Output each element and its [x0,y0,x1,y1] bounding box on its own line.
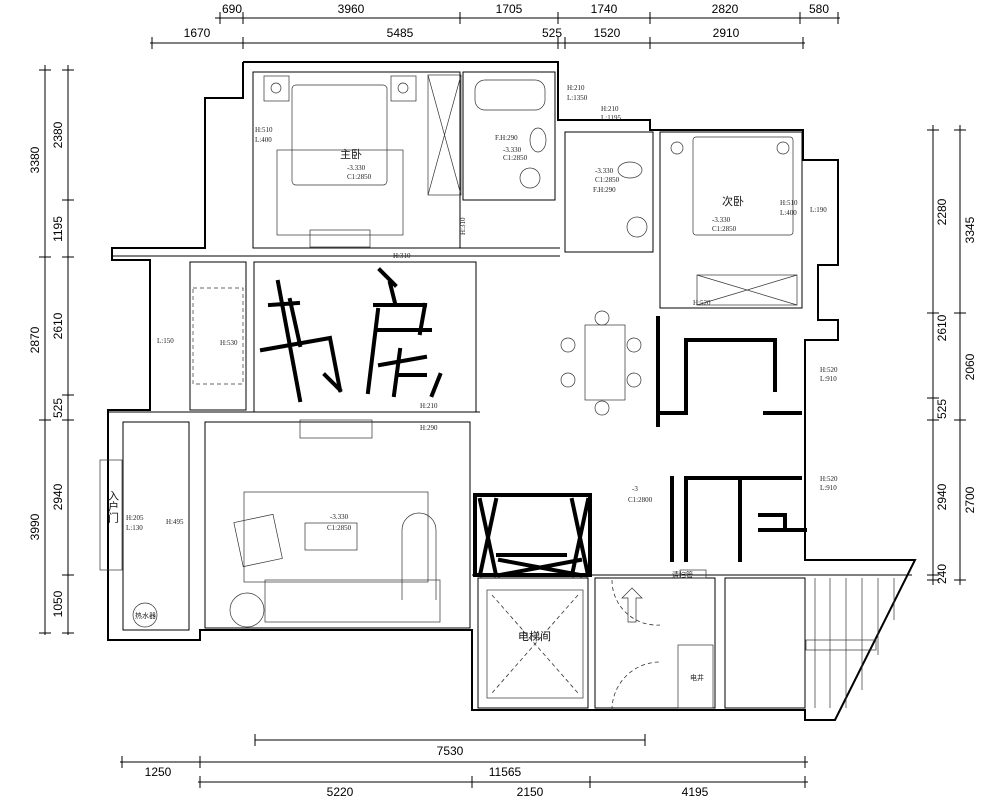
label-elevator-hall: 电梯间 [518,630,551,643]
room-labels: 主卧 次卧 电梯间 入户门 热水器 电井 清扫管 [107,148,745,682]
dim-left2-1: 2380 [51,121,65,148]
dim-left2-4: 525 [51,398,65,418]
annot: H:510 [255,126,273,134]
annotations: H:510 L:400 H:210 L:1350 H:210 L:1195 H:… [126,84,838,532]
dim-top2-5: 2910 [713,26,740,40]
dim-top2-3: 525 [542,26,562,40]
dim-left2-2: 1195 [51,216,65,242]
dim-top2-4: 1520 [594,26,621,40]
annot: H:530 [220,339,238,347]
label-electric-shaft: 电井 [690,673,704,682]
annot: L:910 [820,375,837,383]
dim-left2-3: 2610 [51,312,65,339]
master-rug [276,149,404,236]
annot: C1:2850 [712,225,737,233]
dim-bottom-low-2: 2150 [517,785,544,799]
entry-arrow-icon [621,587,643,623]
annot: -3.330 [503,146,522,154]
annot: L:130 [126,524,143,532]
dim-left2-6: 1050 [51,590,65,617]
annot: -3.330 [595,167,614,175]
right-dimensions: 2280 2610 525 2940 240 3345 2060 2700 [927,125,977,585]
annot: L:1350 [567,94,588,102]
sketch-marks [259,267,807,578]
sink [519,167,541,189]
bottom-dimensions: 7530 1250 11565 5220 2150 4195 [120,734,808,799]
label-second-bedroom: 次卧 [722,194,744,208]
annot: -3.330 [347,164,366,172]
annot: H:310 [459,217,467,235]
annot: C1:2850 [327,524,352,532]
dim-left-1: 3380 [28,146,42,173]
dim-right-3: 525 [935,399,949,419]
annot: C1:2850 [503,154,528,162]
furniture [99,74,895,711]
annot: H:310 [393,252,411,260]
annot: L:400 [255,136,272,144]
annot: H:210 [567,84,585,92]
label-entry-door: 入户门 [107,490,120,524]
toilet [529,127,547,153]
annot: H:210 [420,402,438,410]
dim-top2-1: 1670 [184,26,211,40]
dim-right2-3: 2700 [963,486,977,513]
dim-bottom-top: 7530 [437,744,464,758]
annot: L:910 [820,484,837,492]
dim-top-2: 3960 [338,2,365,16]
dim-top-5: 2820 [712,2,739,16]
label-master-bedroom: 主卧 [340,148,362,161]
annot: F.H:290 [593,186,616,194]
dim-right-4: 2940 [935,483,949,510]
annot: H:520 [820,475,838,483]
dim-left2-5: 2940 [51,483,65,510]
sofa [264,579,441,623]
dim-top-3: 1705 [496,2,523,16]
dim-right-5: 240 [935,564,949,584]
dim-top-4: 1740 [591,2,618,16]
label-cleanout: 清扫管 [672,570,693,579]
annot: H:290 [420,424,438,432]
walls [107,61,917,721]
annot: C1:2800 [628,496,653,504]
dining-table [584,324,626,401]
living-rug [243,491,429,583]
annot: C1:2850 [595,176,620,184]
annot: L:150 [157,337,174,345]
top-dimensions: 690 3960 1705 1740 2820 580 1670 5485 52… [150,2,840,49]
annot: C1:2850 [347,173,372,181]
dim-right2-1: 3345 [963,216,977,243]
annot: H:205 [126,514,144,522]
annot: -3 [632,485,638,493]
elevator [486,589,584,699]
dim-bottom-low-3: 4195 [682,785,709,799]
annot: H:520 [820,366,838,374]
bathtub [474,79,546,111]
dim-bottom-mid-2: 11565 [489,765,522,779]
dim-top-6: 580 [809,2,829,16]
dim-right-1: 2280 [935,198,949,225]
master-bed [291,84,388,186]
dim-left-2: 2870 [28,326,42,353]
annot: -3.330 [330,513,349,521]
annot: L:190 [810,206,827,214]
left-dimensions: 3380 2870 3990 2380 1195 2610 525 2940 1… [28,65,74,635]
annot: L:400 [780,209,797,217]
dim-right-2: 2610 [935,314,949,341]
annot: H:210 [601,105,619,113]
annot: L:1195 [601,114,621,122]
dim-bottom-low-1: 5220 [327,785,354,799]
annot: -3.330 [712,216,731,224]
label-water-heater: 热水器 [135,611,156,620]
annot: F.H:290 [495,134,518,142]
annot: H:495 [166,518,184,526]
annot: H:520 [693,299,711,307]
dim-top-1: 690 [222,2,242,16]
dim-left-3: 3990 [28,513,42,540]
annot: H:510 [780,199,798,207]
second-bed [692,136,794,236]
coffee-table [304,522,358,551]
dim-right2-2: 2060 [963,353,977,380]
dim-bottom-mid-1: 1250 [145,765,172,779]
dim-top2-2: 5485 [387,26,414,40]
